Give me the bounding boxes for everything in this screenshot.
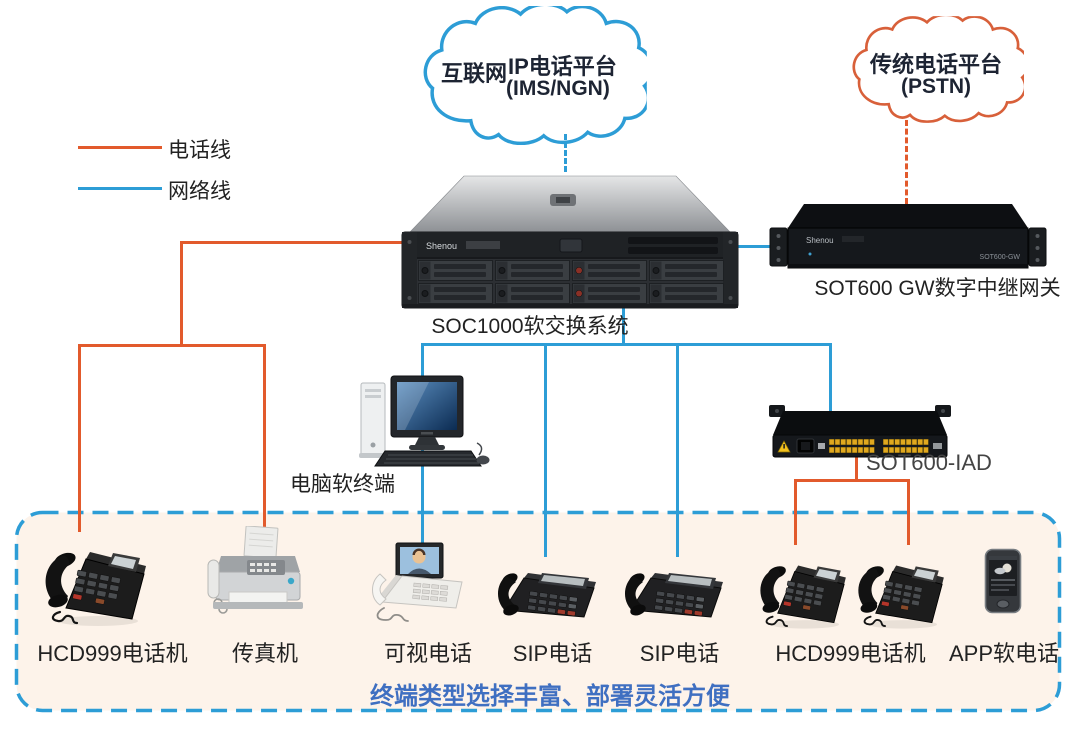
phone-line-server-west	[180, 241, 425, 244]
terminal-box-caption: 终端类型选择丰富、部署灵活方便	[370, 683, 730, 710]
phone-line-iad-drop	[855, 456, 858, 482]
legend-network-line-label: 网络线	[168, 180, 231, 203]
network-line-server-to-gateway	[735, 245, 773, 248]
pstn-cloud-subtitle: (PSTN)	[901, 75, 971, 98]
hcd999-phone-2-image	[748, 540, 850, 632]
pc-image	[359, 375, 490, 467]
server-brand-text: Shenou	[426, 241, 457, 251]
phone-line-to-hcd999-3	[907, 479, 910, 545]
network-line-to-iad	[829, 343, 832, 413]
phone-line-iad-bus	[794, 479, 910, 482]
phone-line-to-hcd999-1	[78, 344, 81, 532]
server-label: SOC1000软交换系统	[431, 315, 629, 338]
sot600-gw-image: Shenou SOT600-GW	[769, 204, 1047, 269]
ip-cloud-left-label: 互联网	[441, 61, 508, 86]
legend-network-line-swatch	[78, 187, 162, 190]
terminal-label-sip-1: SIP电话	[512, 641, 593, 666]
soc1000-server-image: Shenou	[401, 175, 739, 309]
hcd999-phone-1-image	[32, 522, 150, 630]
phone-line-left-drop	[180, 241, 183, 346]
fax-machine-image	[205, 526, 310, 620]
iad-label: SOT600-IAD	[866, 450, 992, 475]
pc-label: 电脑软终端	[290, 473, 395, 496]
hcd999-phone-3-image	[846, 540, 948, 632]
app-softphone-image	[984, 548, 1022, 614]
legend-phone-line-label: 电话线	[168, 139, 231, 162]
sot600-iad-image	[769, 405, 951, 458]
terminal-label-hcd999-2: HCD999电话机	[775, 641, 926, 666]
phone-line-to-hcd999-2	[794, 479, 797, 545]
phone-line-left-bus	[78, 344, 266, 347]
ip-cloud-subtitle: (IMS/NGN)	[506, 77, 610, 100]
ip-cloud-title: IP电话平台	[508, 54, 617, 79]
legend-phone-line-swatch	[78, 146, 162, 149]
pstn-cloud-title: 传统电话平台	[869, 52, 1002, 77]
video-phone-image	[368, 542, 468, 630]
gateway-model-text: SOT600-GW	[980, 254, 1021, 261]
gateway-brand-text: Shenou	[806, 236, 834, 245]
network-line-to-sip-1	[544, 343, 547, 557]
phone-line-cloud-to-gateway	[905, 120, 908, 204]
terminal-label-fax: 传真机	[231, 641, 298, 666]
network-line-server-drop	[622, 305, 625, 346]
terminal-label-app: APP软电话	[948, 641, 1060, 666]
network-line-main-bus	[421, 343, 832, 346]
sip-phone-1-image	[490, 548, 598, 624]
gateway-label: SOT600 GW数字中继网关	[814, 277, 1061, 300]
phone-line-to-fax	[263, 344, 266, 530]
terminal-label-hcd999-1: HCD999电话机	[37, 641, 188, 666]
sip-phone-2-image	[617, 548, 725, 624]
terminal-label-videophone: 可视电话	[383, 641, 472, 666]
network-line-cloud-to-server	[564, 134, 567, 172]
terminal-label-sip-2: SIP电话	[639, 641, 720, 666]
network-line-to-sip-2	[676, 343, 679, 557]
